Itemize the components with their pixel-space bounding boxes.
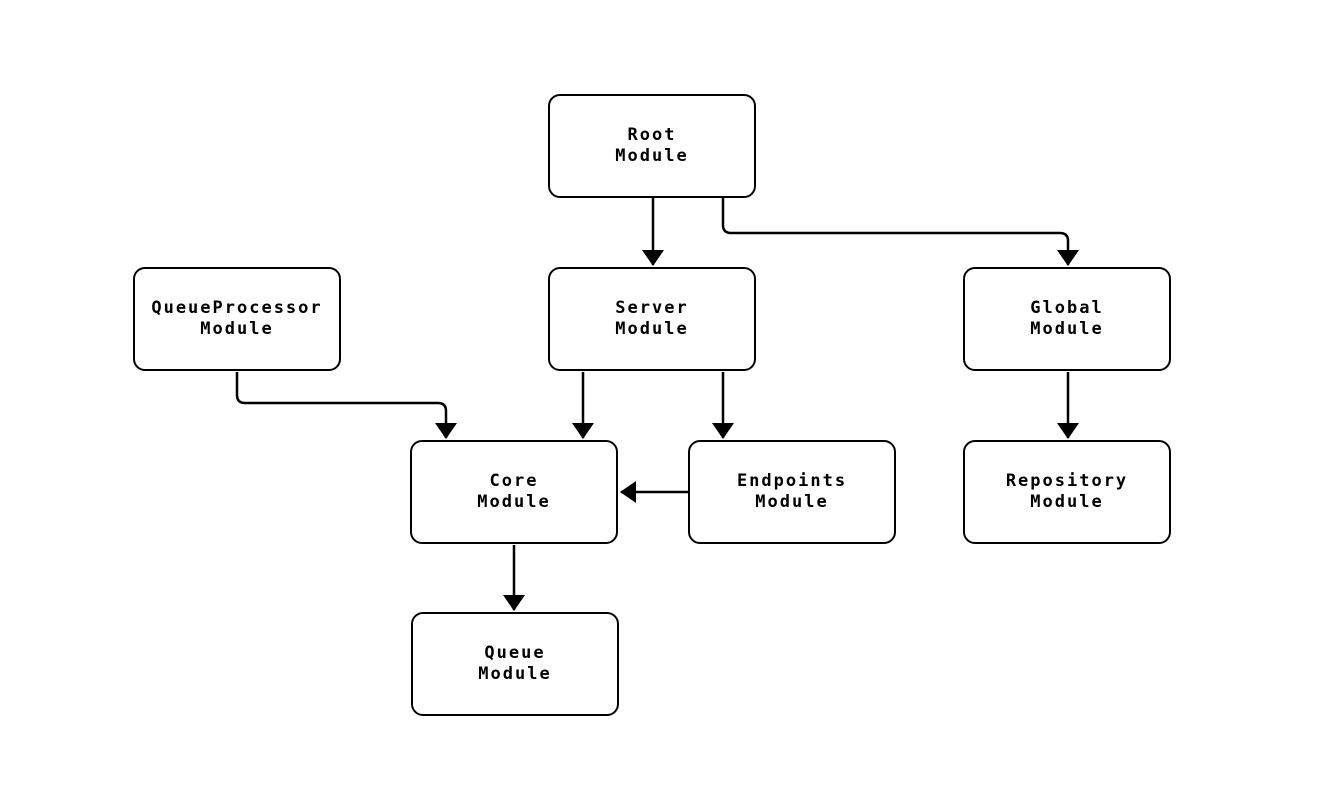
node-label-line: Endpoints xyxy=(736,471,848,491)
node-global-module: Global Module xyxy=(963,267,1171,371)
node-repository-module: Repository Module xyxy=(963,440,1171,544)
node-label-line: Queue xyxy=(484,643,546,663)
node-label-line: Server xyxy=(615,298,689,318)
node-label-line: Repository xyxy=(1005,471,1129,491)
node-label-line: Module xyxy=(1030,319,1104,339)
node-label-line: Module xyxy=(615,319,689,339)
node-label-line: Module xyxy=(477,492,551,512)
node-label-line: Core xyxy=(489,471,539,491)
edge-root-to-global xyxy=(721,198,1079,266)
edge-queueprocessor-to-core xyxy=(235,372,457,439)
node-server-module: Server Module xyxy=(548,267,756,371)
node-label-line: Module xyxy=(615,146,689,166)
node-label-line: Module xyxy=(478,664,552,684)
node-label-line: Module xyxy=(1030,492,1104,512)
node-queueprocessor-module: QueueProcessor Module xyxy=(133,267,341,371)
node-label-line: QueueProcessor xyxy=(151,298,323,318)
node-core-module: Core Module xyxy=(410,440,618,544)
node-label-line: Module xyxy=(200,319,274,339)
node-root-module: Root Module xyxy=(548,94,756,198)
node-endpoints-module: Endpoints Module xyxy=(688,440,896,544)
node-queue-module: Queue Module xyxy=(411,612,619,716)
node-label-line: Global xyxy=(1030,298,1104,318)
node-label-line: Module xyxy=(755,492,829,512)
node-label-line: Root xyxy=(627,125,677,145)
